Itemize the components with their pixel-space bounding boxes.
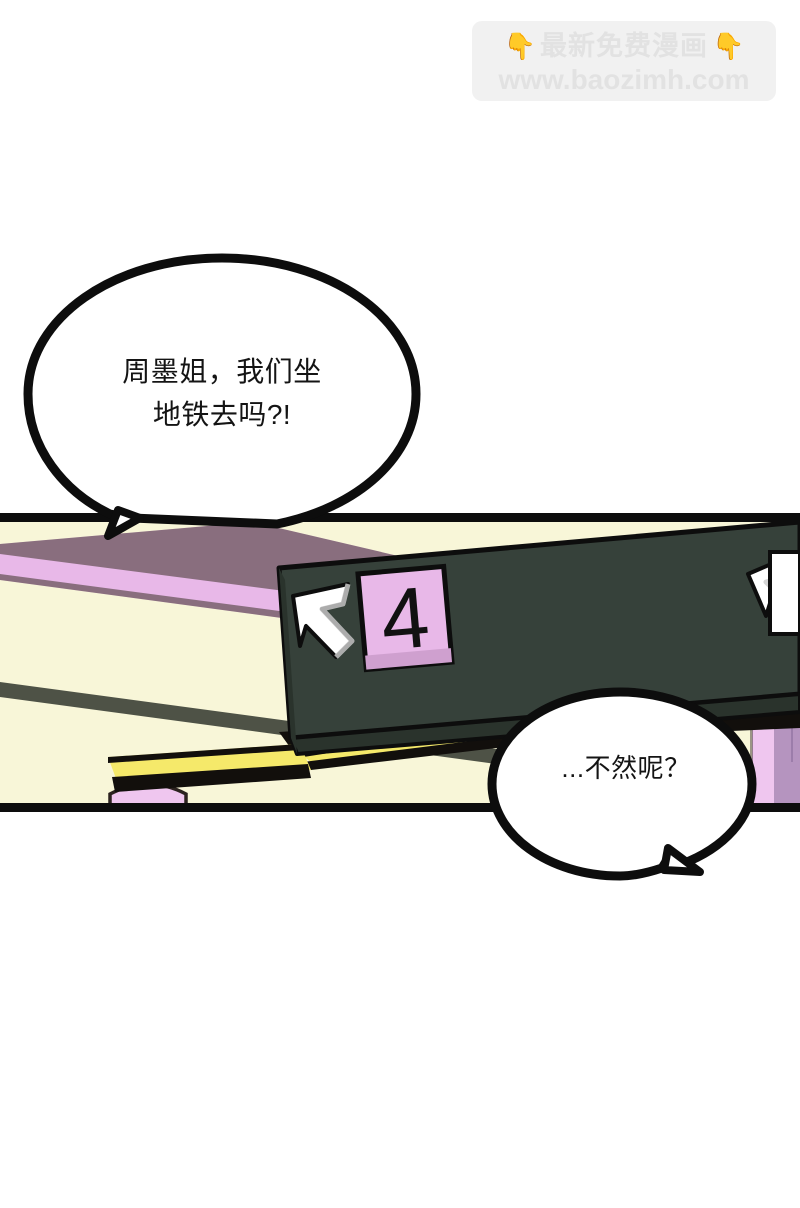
watermark-top-row: 👇 最新免费漫画 👇 — [504, 28, 745, 64]
sign-number-4: 4 — [377, 569, 433, 669]
sign-left-cap — [279, 568, 297, 754]
speech-bubble-question: 周墨姐，我们坐 地铁去吗?! — [12, 252, 432, 552]
sign-right-white-panel — [768, 550, 800, 636]
watermark-cn-text: 最新免费漫画 — [540, 30, 708, 61]
speech-bubble-reply-text: ...不然呢？ — [561, 753, 691, 783]
bubble-reply-body — [487, 687, 757, 881]
speech-bubble-question-text: 周墨姐，我们坐 地铁去吗?! — [122, 356, 322, 431]
yellow-band-left-bottom — [112, 764, 311, 792]
bubble-question-tail — [104, 506, 144, 540]
watermark-url-text: www.baozimh.com — [498, 64, 750, 95]
baozimh-watermark: 👇 最新免费漫画 👇 www.baozimh.com — [472, 21, 776, 101]
pointing-down-hand-icon-right: 👇 — [712, 31, 745, 61]
sign-route-number-plate: 4 — [355, 563, 455, 673]
bubble-reply-tail — [660, 844, 704, 876]
speech-bubble-reply-shape — [487, 687, 757, 881]
bubble-question-body — [23, 253, 421, 529]
speech-bubble-reply: ...不然呢？ — [486, 686, 766, 886]
speech-bubble-question-shape — [23, 253, 421, 540]
plate-inner-shadow — [365, 648, 453, 670]
arrow-up-left-icon — [291, 582, 355, 659]
pink-column-edge — [750, 705, 753, 803]
yellow-band-left-top — [108, 744, 300, 763]
pointing-down-hand-icon-left: 👇 — [503, 31, 536, 61]
